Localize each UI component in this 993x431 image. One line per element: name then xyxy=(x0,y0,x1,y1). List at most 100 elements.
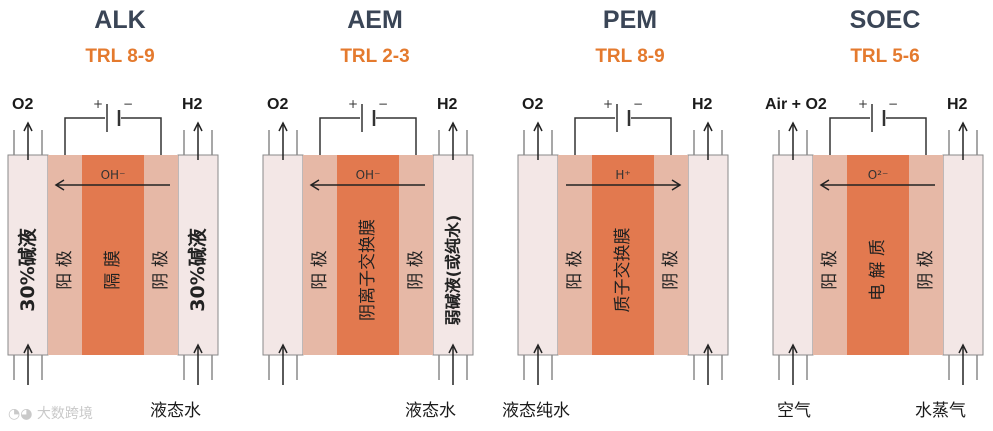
membrane-label: 质子交换膜 xyxy=(613,228,633,313)
anode-label-text: 阳 极 xyxy=(565,250,585,289)
panel-title: AEM xyxy=(347,6,403,34)
feed-arrow-head xyxy=(788,343,798,354)
feed-arrow-head xyxy=(448,343,458,354)
feed-left-label: 空气 xyxy=(777,401,811,421)
gas-outlet-pipe xyxy=(13,130,43,155)
gas-right-label: H2 xyxy=(182,96,203,113)
gas-outlet-pipe xyxy=(268,130,298,155)
cathode-label-text: 阴 极 xyxy=(406,250,426,289)
left-channel xyxy=(7,154,49,356)
battery-plus-sign: + xyxy=(93,97,103,111)
battery-minus-sign: − xyxy=(633,97,643,111)
cathode xyxy=(654,155,688,355)
panel-title: SOEC xyxy=(849,6,921,34)
watermark-text: 大数跨境 xyxy=(36,406,93,422)
ion-arrow-head xyxy=(309,179,320,191)
ion-label: O²⁻ xyxy=(868,168,889,182)
anode xyxy=(558,155,592,355)
right-channel-label: 30%碱液 xyxy=(186,227,209,311)
battery-plus-sign: + xyxy=(348,97,358,111)
membrane-label-text: 质子交换膜 xyxy=(613,228,633,313)
anode-label: 阳 极 xyxy=(820,250,840,289)
battery-plus-sign: + xyxy=(858,97,868,111)
cathode-label-text: 阴 极 xyxy=(916,250,936,289)
right-channel-label: 弱碱液(或纯水) xyxy=(444,215,463,326)
left-channel xyxy=(517,154,559,356)
gas-arrow-head xyxy=(533,121,543,132)
cathode-label: 阴 极 xyxy=(661,250,681,289)
gas-right-label: H2 xyxy=(947,96,968,113)
feed-arrow-head xyxy=(23,343,33,354)
anode xyxy=(813,155,847,355)
external-circuit xyxy=(829,117,927,155)
left-channel-label-text: 30%碱液 xyxy=(16,227,39,311)
gas-left-label: O2 xyxy=(267,96,289,113)
trl-label: TRL 8-9 xyxy=(595,46,665,67)
membrane-label: 阴离子交换膜 xyxy=(358,219,378,321)
anode-label-text: 阳 极 xyxy=(310,250,330,289)
trl-label: TRL 2-3 xyxy=(340,46,410,67)
gas-left-label: Air + O2 xyxy=(765,96,827,113)
gas-outlet-pipe xyxy=(693,130,723,155)
gas-left-label: O2 xyxy=(522,96,544,113)
membrane-label-text: 阴离子交换膜 xyxy=(358,219,378,321)
gas-outlet-pipe xyxy=(523,130,553,155)
right-channel-label-text: 弱碱液(或纯水) xyxy=(444,215,463,326)
anode-label: 阳 极 xyxy=(310,250,330,289)
cathode-label: 阴 极 xyxy=(151,250,171,289)
cell-diagram: +−O²⁻阳 极电 解 质阴 极 xyxy=(772,97,984,385)
membrane xyxy=(847,155,909,355)
membrane xyxy=(337,155,399,355)
feed-arrow-head xyxy=(278,343,288,354)
cathode-label: 阴 极 xyxy=(916,250,936,289)
feed-right-label: 液态水 xyxy=(150,401,201,421)
cathode-label: 阴 极 xyxy=(406,250,426,289)
gas-arrow-head xyxy=(958,121,968,132)
left-channel-label: 30%碱液 xyxy=(16,227,39,311)
membrane-label-text: 电 解 质 xyxy=(868,239,888,301)
anode xyxy=(48,155,82,355)
cell-diagram: +−OH⁻弱碱液(或纯水)阳 极阴离子交换膜阴 极 xyxy=(262,97,474,385)
feed-arrow-head xyxy=(193,343,203,354)
gas-arrow-head xyxy=(278,121,288,132)
membrane-label: 电 解 质 xyxy=(868,239,888,301)
panel-title: PEM xyxy=(602,6,658,34)
feed-inlet-pipe xyxy=(778,355,808,380)
anode xyxy=(303,155,337,355)
gas-left-label: O2 xyxy=(12,96,34,113)
cell-diagram: +−H⁺阳 极质子交换膜阴 极 xyxy=(517,97,729,385)
cathode-label-text: 阴 极 xyxy=(151,250,171,289)
feed-arrow-head xyxy=(703,343,713,354)
right-channel xyxy=(942,154,984,356)
gas-outlet-pipe xyxy=(948,130,978,155)
external-circuit xyxy=(64,117,162,155)
panel-title: ALK xyxy=(94,6,146,34)
gas-outlet-pipe xyxy=(778,130,808,155)
feed-left-label: 液态纯水 xyxy=(502,401,570,421)
ion-arrow-head xyxy=(819,179,830,191)
gas-right-label: H2 xyxy=(437,96,458,113)
gas-arrow-head xyxy=(23,121,33,132)
trl-label: TRL 8-9 xyxy=(85,46,155,67)
gas-arrow-head xyxy=(703,121,713,132)
watermark-logo: ◔◕ 大数跨境 xyxy=(8,403,93,423)
anode-label: 阳 极 xyxy=(55,250,75,289)
battery-plus-sign: + xyxy=(603,97,613,111)
external-circuit xyxy=(319,117,417,155)
membrane xyxy=(82,155,144,355)
feed-right-label: 液态水 xyxy=(405,401,456,421)
gas-arrow-head xyxy=(193,121,203,132)
right-channel-label-text: 30%碱液 xyxy=(186,227,209,311)
ion-arrow-head xyxy=(671,179,682,191)
anode-label-text: 阳 极 xyxy=(55,250,75,289)
battery-minus-sign: − xyxy=(123,97,133,111)
membrane xyxy=(592,155,654,355)
membrane-label: 隔 膜 xyxy=(103,250,123,289)
feed-inlet-pipe xyxy=(13,355,43,380)
feed-arrow-head xyxy=(958,343,968,354)
right-channel xyxy=(432,154,474,356)
